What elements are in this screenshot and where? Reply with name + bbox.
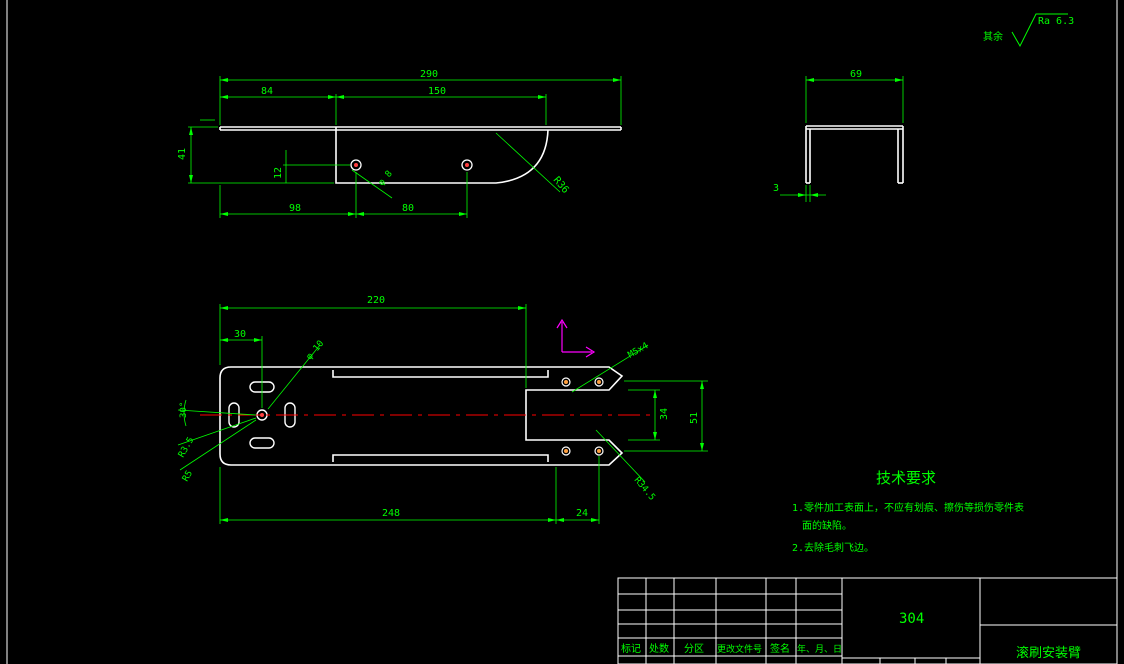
dim-plan-width: 51 <box>689 412 700 424</box>
roughness-label: 其余 <box>983 30 1003 43</box>
drawing-frame <box>6 0 1118 664</box>
dim-front-left: 84 <box>261 86 273 97</box>
dim-front-mid: 150 <box>428 86 446 97</box>
dim-plan-angle: 30° <box>179 402 189 418</box>
material-value: 304 <box>899 611 924 627</box>
surface-roughness-symbol: 其余 Ra 6.3 <box>983 13 1074 48</box>
dim-plan-bottom: 248 <box>382 508 400 519</box>
dim-front-hole-pitch: 80 <box>402 203 414 214</box>
plan-view: 220 30 φ 10 30° R3.5 R5 248 24 34 51 M5x… <box>177 295 708 524</box>
dim-front-hole-height: 12 <box>273 167 284 179</box>
notes-line-1a: 1.零件加工表面上，不应有划痕、擦伤等损伤零件表 <box>792 501 1024 514</box>
dim-plan-r-big: R34.5 <box>632 476 657 503</box>
dim-plan-r-small: R3.5 <box>177 436 197 460</box>
title-block-header-0: 标记 <box>621 643 641 655</box>
dim-plan-tail: 24 <box>576 508 588 519</box>
plan-view-holes <box>260 377 604 456</box>
notes-line-2: 2.去除毛刺飞边。 <box>792 541 874 554</box>
front-view-dimensions <box>188 76 622 218</box>
front-hole-2 <box>461 159 473 171</box>
dim-plan-thread: M5x4 <box>627 341 651 361</box>
title-block: 标记 处数 分区 更改文件号 签名 年、月、日 304 滚刷安装臂 <box>617 577 1118 664</box>
dim-plan-slot: 34 <box>659 408 670 420</box>
front-view: 290 84 150 41 12 98 80 R36 φ 8 <box>177 69 622 218</box>
dim-front-height: 41 <box>177 148 188 160</box>
dim-plan-offset: 30 <box>234 329 246 340</box>
title-block-header-4: 签名 <box>770 642 790 655</box>
dim-front-hole-dia: φ 8 <box>377 169 395 188</box>
dim-front-total: 290 <box>420 69 438 80</box>
slot-bottom <box>249 437 275 449</box>
side-view-dimensions <box>780 76 904 202</box>
side-view: 69 3 <box>773 69 904 202</box>
title-block-header-2: 分区 <box>684 643 704 655</box>
notes-line-1b: 面的缺陷。 <box>802 519 852 532</box>
view-axis-indicator <box>556 318 596 358</box>
front-view-holes <box>350 159 473 171</box>
title-block-header-3: 更改文件号 <box>717 643 762 655</box>
roughness-value: Ra 6.3 <box>1038 16 1074 27</box>
part-name: 滚刷安装臂 <box>1016 645 1081 661</box>
dim-front-hole-x: 98 <box>289 203 301 214</box>
dim-plan-length: 220 <box>367 295 385 306</box>
technical-requirements: 技术要求 1.零件加工表面上，不应有划痕、擦伤等损伤零件表 面的缺陷。 2.去除… <box>792 469 1024 554</box>
title-block-header-1: 处数 <box>649 642 669 655</box>
front-view-arrows <box>189 78 621 216</box>
dim-side-width: 69 <box>850 69 862 80</box>
dim-plan-hole: φ 10 <box>305 339 327 362</box>
notes-title: 技术要求 <box>876 469 936 487</box>
dim-front-radius: R36 <box>551 175 571 196</box>
front-hole-1 <box>350 159 362 171</box>
plan-view-outline <box>219 366 624 466</box>
dim-side-thickness: 3 <box>773 183 779 194</box>
side-view-outline <box>805 125 904 184</box>
title-block-header-5: 年、月、日 <box>797 643 842 655</box>
front-view-outline <box>219 126 622 184</box>
dim-plan-r-outer: R5 <box>181 469 195 483</box>
